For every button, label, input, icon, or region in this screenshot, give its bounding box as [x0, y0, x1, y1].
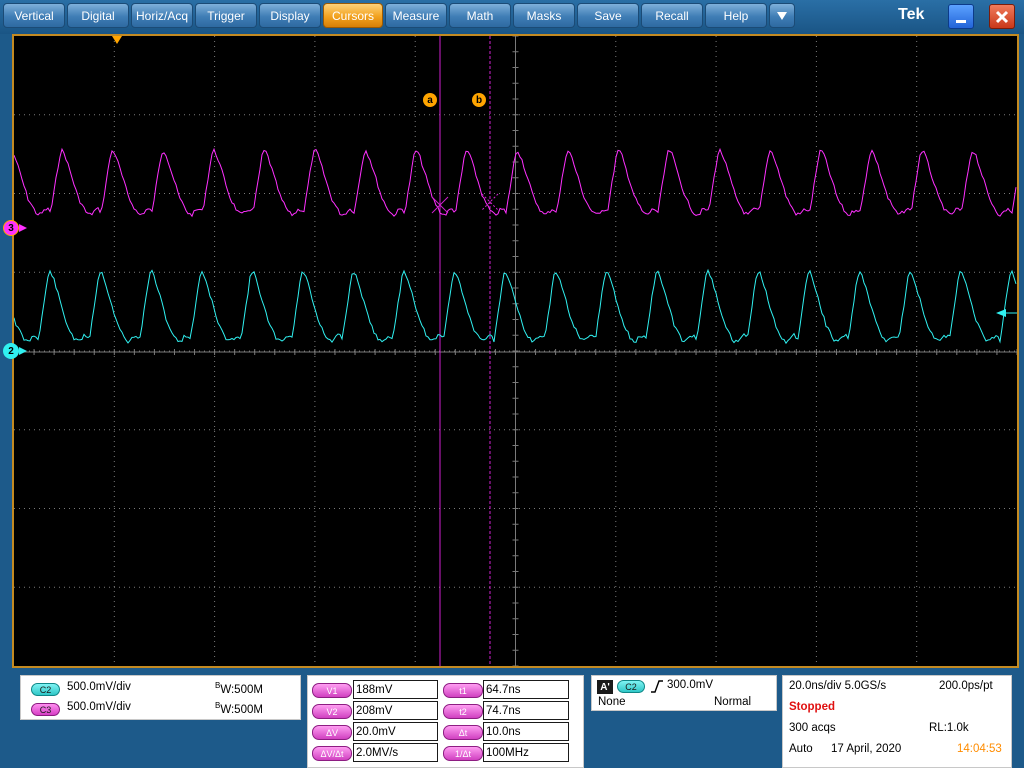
ch2-waveform — [14, 268, 1017, 345]
cursor-layer — [439, 36, 491, 666]
menu-measure[interactable]: Measure — [385, 3, 447, 28]
delta-v-label: ΔV — [312, 725, 352, 740]
t2-label: t2 — [443, 704, 483, 719]
acquisition-count: 300 acqs — [789, 722, 836, 734]
menu-cursors[interactable]: Cursors — [323, 3, 383, 28]
menu-masks[interactable]: Masks — [513, 3, 575, 28]
time-readout: 14:04:53 — [957, 743, 1002, 755]
delta-v-dt-value: 2.0MV/s — [353, 743, 438, 762]
record-length: RL:1.0k — [929, 722, 969, 734]
channel-settings-panel[interactable]: C2 500.0mV/div BW:500M C3 500.0mV/div BW… — [20, 675, 301, 720]
trigger-panel[interactable]: A' C2 300.0mV None Normal — [591, 675, 777, 711]
minimize-button[interactable] — [948, 4, 974, 29]
ch2-bandwidth[interactable]: BW:500M — [215, 681, 263, 696]
cursor-readout-panel[interactable]: V1 188mV V2 208mV ΔV 20.0mV ΔV/Δt 2.0MV/… — [307, 675, 584, 768]
ch3-arrow-icon — [19, 224, 27, 232]
menu-digital[interactable]: Digital — [67, 3, 129, 28]
ch2-ground-marker[interactable]: 2 — [3, 343, 19, 359]
triangle-down-icon — [777, 11, 787, 20]
v2-value: 208mV — [353, 701, 438, 720]
rising-edge-icon — [651, 680, 663, 693]
ch3-scale[interactable]: 500.0mV/div — [67, 701, 131, 713]
horizontal-scale: 20.0ns/div 5.0GS/s — [789, 680, 887, 692]
menu-display[interactable]: Display — [259, 3, 321, 28]
trigger-source-badge: A' — [597, 680, 613, 694]
trigger-level-arrow-icon — [996, 309, 1006, 317]
menu-overflow-button[interactable] — [769, 3, 795, 28]
delta-v-value: 20.0mV — [353, 722, 438, 741]
inv-delta-t-label: 1/Δt — [443, 746, 483, 761]
delta-t-value: 10.0ns — [483, 722, 569, 741]
menu-math[interactable]: Math — [449, 3, 511, 28]
ch2-arrow-icon — [19, 347, 27, 355]
cursor-a-label[interactable]: a — [423, 93, 437, 107]
t2-value: 74.7ns — [483, 701, 569, 720]
trigger-coupling: None — [598, 696, 626, 708]
ch2-badge[interactable]: C2 — [31, 683, 60, 696]
readout-bar: C2 500.0mV/div BW:500M C3 500.0mV/div BW… — [0, 668, 1024, 768]
acquisition-status: Stopped — [789, 701, 835, 713]
trigger-channel-badge: C2 — [617, 680, 645, 693]
grid-layer — [14, 36, 1017, 666]
delta-v-dt-label: ΔV/Δt — [312, 746, 352, 761]
waveform-display[interactable]: a b — [12, 34, 1019, 668]
t1-label: t1 — [443, 683, 483, 698]
menu-recall[interactable]: Recall — [641, 3, 703, 28]
close-icon — [995, 10, 1009, 23]
graticule — [14, 36, 1017, 666]
ch3-badge[interactable]: C3 — [31, 703, 60, 716]
inv-delta-t-value: 100MHz — [483, 743, 569, 762]
trigger-position-marker — [112, 36, 122, 44]
date-readout: 17 April, 2020 — [831, 743, 902, 755]
menu-horiz-acq[interactable]: Horiz/Acq — [131, 3, 193, 28]
sample-resolution: 200.0ps/pt — [939, 680, 993, 692]
menu-help[interactable]: Help — [705, 3, 767, 28]
ch3-bandwidth[interactable]: BW:500M — [215, 701, 263, 716]
ch3-waveform — [14, 147, 1017, 218]
trigger-auto-mode: Auto — [789, 743, 813, 755]
v1-value: 188mV — [353, 680, 438, 699]
delta-t-label: Δt — [443, 725, 483, 740]
ch3-ground-marker[interactable]: 3 — [3, 220, 19, 236]
trigger-level: 300.0mV — [667, 679, 714, 691]
menu-save[interactable]: Save — [577, 3, 639, 28]
trigger-mode: Normal — [714, 696, 752, 708]
menu-bar: Vertical Digital Horiz/Acq Trigger Displ… — [0, 0, 1024, 34]
wave-layer — [14, 147, 1017, 345]
menu-trigger[interactable]: Trigger — [195, 3, 257, 28]
brand-logo: Tek — [898, 6, 925, 23]
menu-vertical[interactable]: Vertical — [3, 3, 65, 28]
minimize-icon — [956, 19, 966, 23]
ch2-scale[interactable]: 500.0mV/div — [67, 681, 131, 693]
v2-label: V2 — [312, 704, 352, 719]
v1-label: V1 — [312, 683, 352, 698]
close-button[interactable] — [989, 4, 1015, 29]
cursor-a-crosshair — [431, 196, 449, 214]
acquisition-panel[interactable]: 20.0ns/div 5.0GS/s 200.0ps/pt Stopped 30… — [782, 675, 1012, 768]
cursor-b-label[interactable]: b — [472, 93, 486, 107]
t1-value: 64.7ns — [483, 680, 569, 699]
